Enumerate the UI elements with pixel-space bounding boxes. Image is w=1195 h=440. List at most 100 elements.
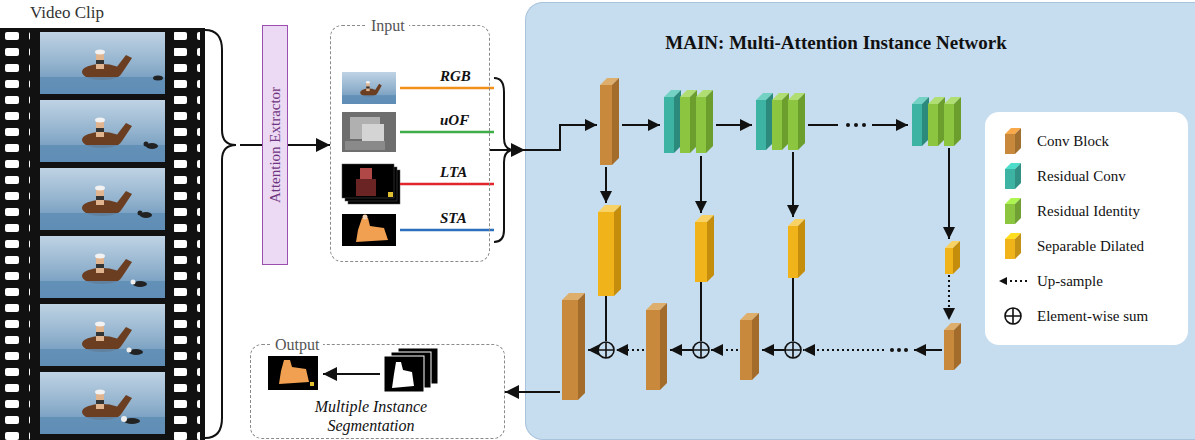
residual-blocks-part bbox=[928, 104, 938, 146]
input-thumbnails-part bbox=[356, 218, 388, 242]
film-strip-part-part bbox=[40, 32, 165, 94]
output-masks-part bbox=[392, 362, 414, 388]
film-strip-part-part bbox=[40, 372, 165, 434]
legend-row: Conv Block bbox=[985, 126, 1188, 156]
conv-blocks-part bbox=[740, 320, 752, 380]
legend-label: Residual Identity bbox=[1037, 202, 1140, 220]
residual-blocks-part bbox=[912, 104, 922, 146]
legend-box: Conv BlockResidual ConvResidual Identity… bbox=[985, 112, 1188, 345]
input-thumbnails-part bbox=[342, 214, 396, 246]
film-strip-part-part bbox=[40, 304, 165, 366]
legend-swatch bbox=[997, 196, 1031, 226]
output-masks-part bbox=[323, 373, 380, 375]
input-thumbnails bbox=[342, 72, 400, 246]
conv-blocks-part bbox=[612, 78, 619, 165]
legend-swatch bbox=[997, 231, 1031, 261]
film-strip-part-part bbox=[40, 236, 165, 298]
flow-lines-part bbox=[525, 391, 560, 393]
conv-blocks-part bbox=[944, 330, 954, 370]
output-group-box: OutputMultiple Instance Segmentation bbox=[250, 344, 505, 439]
film-strip-part bbox=[40, 304, 165, 366]
flow-lines-part bbox=[670, 349, 693, 351]
conv-blocks-part bbox=[660, 303, 667, 390]
swatch-face bbox=[1005, 239, 1015, 259]
swatch-side bbox=[1015, 128, 1021, 154]
film-strip-part bbox=[40, 100, 165, 162]
input-group-box: Input bbox=[330, 25, 490, 262]
legend-label: Conv Block bbox=[1037, 132, 1109, 150]
dilated-blocks-part bbox=[798, 219, 805, 278]
output-masks-part bbox=[384, 356, 424, 392]
conv-blocks-part bbox=[578, 293, 585, 400]
flow-lines-part bbox=[711, 349, 738, 351]
input-thumbnails-part bbox=[345, 141, 385, 150]
dilated-blocks-part bbox=[598, 212, 614, 296]
film-strip-part bbox=[40, 168, 165, 230]
node-heading: Attention Extractor bbox=[266, 87, 284, 203]
flow-lines-part bbox=[700, 156, 702, 213]
residual-blocks-part bbox=[674, 90, 681, 153]
legend-label: Separable Dilated bbox=[1037, 237, 1144, 255]
conv-blocks-part bbox=[562, 300, 578, 400]
film-strip-part bbox=[0, 28, 205, 440]
arrow-head bbox=[999, 277, 1007, 285]
input-thumbnails-part bbox=[342, 164, 394, 198]
flow-arrow bbox=[505, 391, 525, 393]
dilated-blocks-part bbox=[707, 215, 714, 282]
dilated-blocks-part bbox=[788, 226, 798, 278]
legend-label: Residual Conv bbox=[1037, 167, 1126, 185]
flow-lines-part bbox=[948, 275, 950, 320]
film-strip-part-part bbox=[127, 348, 132, 353]
residual-blocks-part bbox=[766, 93, 773, 150]
clip-bracket bbox=[205, 30, 236, 438]
film-strip-part-part bbox=[144, 142, 149, 147]
ellipsis-dots-part bbox=[890, 348, 894, 352]
residual-blocks-part bbox=[798, 93, 805, 150]
ellipsis-dots-part bbox=[897, 348, 901, 352]
legend-label: Up-sample bbox=[1037, 272, 1103, 290]
stream-label: LTA bbox=[440, 164, 467, 181]
flow-lines-part bbox=[914, 349, 942, 351]
conv-blocks-part bbox=[646, 310, 660, 390]
input-thumbnails-part bbox=[360, 168, 372, 179]
dilated-blocks-part bbox=[945, 248, 953, 274]
stream-label: uOF bbox=[440, 112, 469, 129]
residual-blocks-part bbox=[706, 90, 713, 153]
output-masks-part bbox=[279, 360, 309, 384]
dilated-blocks-part bbox=[614, 205, 621, 296]
node-heading: Input bbox=[367, 16, 409, 35]
attention-extractor-box: Attention Extractor bbox=[262, 25, 288, 265]
conv-blocks-part bbox=[600, 85, 612, 165]
film-strip-part bbox=[4, 28, 30, 440]
upsample-sample bbox=[997, 266, 1031, 296]
flow-lines-part bbox=[762, 349, 785, 351]
swatch-side bbox=[1015, 163, 1021, 189]
legend-label: Element-wise sum bbox=[1037, 307, 1148, 325]
output-masks-part bbox=[310, 382, 314, 386]
residual-blocks-part bbox=[788, 100, 798, 150]
flow-lines-part bbox=[716, 124, 752, 126]
flow-lines-part bbox=[948, 148, 950, 239]
film-strip-part bbox=[40, 32, 165, 94]
swatch-face bbox=[1005, 134, 1015, 154]
sum-circle bbox=[1005, 308, 1021, 324]
conv-blocks-part bbox=[954, 323, 961, 370]
input-bracket bbox=[494, 78, 514, 242]
film-strip-part bbox=[40, 372, 165, 434]
input-thumbnails-part bbox=[342, 112, 396, 152]
attention-arrows-part bbox=[400, 229, 494, 232]
ellipsis-dots-part bbox=[904, 348, 908, 352]
legend-row: Residual Identity bbox=[985, 196, 1188, 226]
input-thumbnails-part bbox=[356, 179, 376, 196]
input-thumbnails-part bbox=[363, 215, 368, 220]
sum-plus bbox=[1005, 308, 1021, 324]
dilated-blocks-part bbox=[695, 222, 707, 282]
node-text: Multiple Instance Segmentation bbox=[291, 397, 451, 435]
film-strip-part-part bbox=[153, 76, 163, 81]
residual-blocks-part bbox=[782, 93, 789, 150]
main-network-panel: MAIN: Multi-Attention Instance NetworkCo… bbox=[525, 2, 1195, 440]
sum-nodes-part bbox=[693, 342, 709, 358]
output-masks-part bbox=[268, 356, 318, 390]
sum-nodes-part bbox=[598, 342, 614, 358]
